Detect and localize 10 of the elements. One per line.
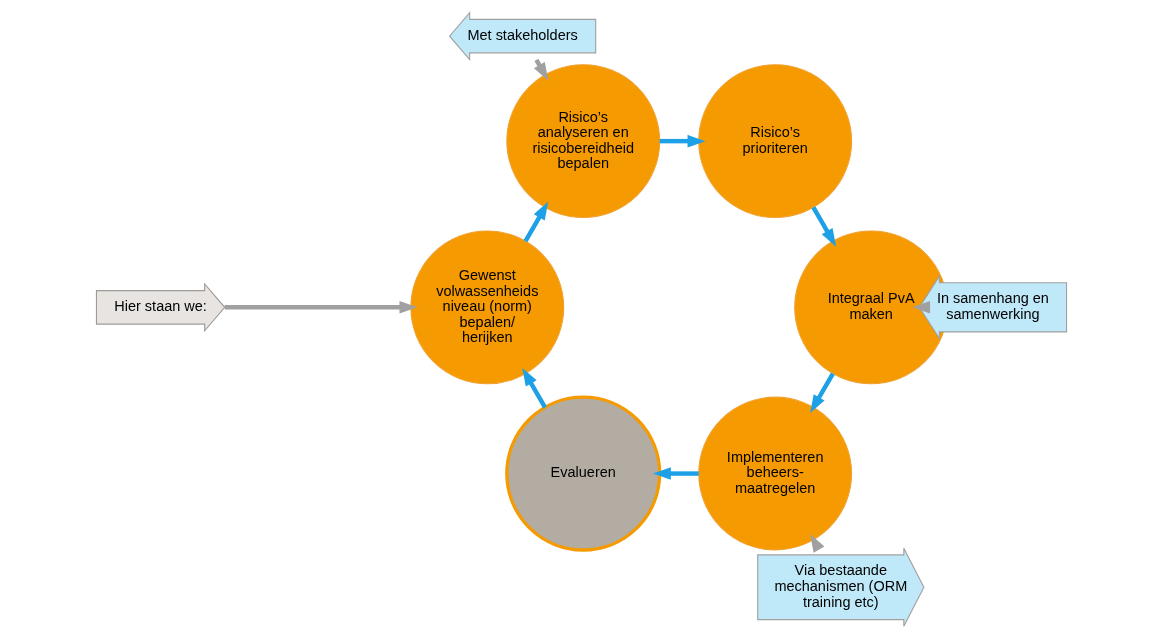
arrow: [810, 372, 835, 413]
arrow: [224, 301, 418, 314]
arrow: [811, 206, 837, 247]
arrow: [652, 467, 699, 480]
arrow: [659, 134, 706, 148]
arrow: [522, 368, 547, 409]
arrow: [523, 201, 549, 243]
node-circle: Risico’s prioriteren: [698, 64, 853, 219]
node-circle: Evalueren: [505, 395, 662, 552]
arrow: [912, 301, 931, 314]
